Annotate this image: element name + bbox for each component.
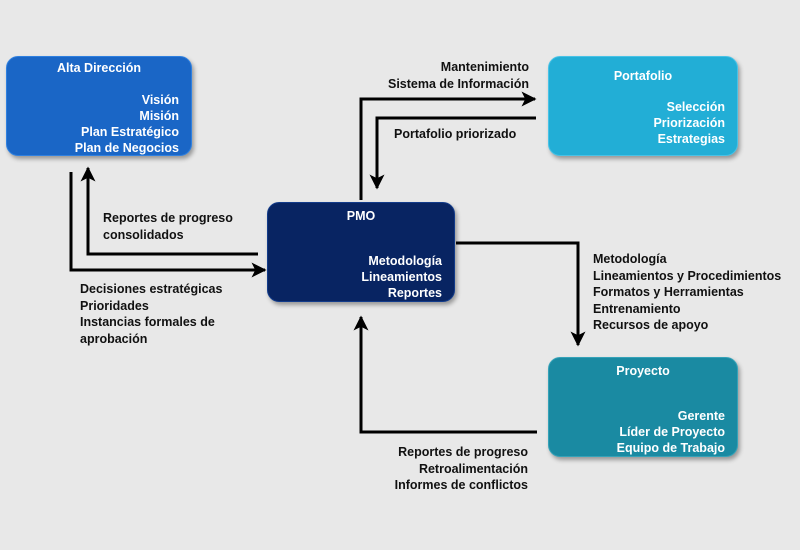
flow-label-pmo-to-proyecto: Metodología Lineamientos y Procedimiento… (593, 251, 781, 334)
flow-label-line: Metodología (593, 252, 667, 266)
flow-label-line: Reportes de progreso (398, 445, 528, 459)
proyecto-title: Proyecto (616, 364, 670, 378)
arrow-pmo-to-portafolio (359, 91, 537, 200)
arrow-proyecto-to-pmo (353, 315, 537, 434)
pmo-item: Metodología (368, 254, 442, 268)
proyecto-items: Gerente Líder de Proyecto Equipo de Trab… (617, 408, 725, 456)
alta-direccion-item: Plan Estratégico (81, 125, 179, 139)
flow-label-line: Retroalimentación (418, 461, 528, 476)
portafolio-item: Priorización (653, 116, 725, 130)
pmo-item: Lineamientos (361, 270, 442, 284)
arrow-portafolio-to-pmo (369, 116, 536, 190)
flow-label-line: Prioridades (80, 298, 149, 313)
flow-label-line: Instancias formales de (80, 315, 215, 329)
flow-label-line: Mantenimiento (440, 60, 529, 74)
portafolio-items: Selección Priorización Estrategias (653, 99, 725, 147)
flow-label-line: Entrenamiento (593, 301, 681, 316)
proyecto-item: Gerente (677, 409, 725, 423)
alta-direccion-item: Visión (141, 93, 179, 107)
flow-label-line: Informes de conflictos (394, 478, 528, 492)
alta-direccion-title: Alta Dirección (56, 61, 142, 75)
flow-label-alta-to-pmo: Decisiones estratégicas Prioridades Inst… (80, 281, 222, 347)
arrow-alta-to-pmo (69, 172, 267, 278)
flow-label-portafolio-to-pmo: Portafolio priorizado (394, 126, 516, 143)
proyecto-box: Proyecto Gerente Líder de Proyecto Equip… (548, 357, 738, 457)
flow-label-line: Portafolio priorizado (394, 127, 517, 141)
portafolio-item: Selección (666, 100, 725, 114)
pmo-title: PMO (346, 209, 376, 223)
flow-label-line: aprobación (80, 331, 148, 346)
flow-label-pmo-to-portafolio: Mantenimiento Sistema de Información (388, 59, 529, 92)
flow-label-line: Recursos de apoyo (593, 318, 709, 332)
pmo-items: Metodología Lineamientos Reportes (361, 253, 442, 301)
proyecto-item: Líder de Proyecto (619, 425, 725, 439)
alta-direccion-item: Plan de Negocios (74, 141, 179, 155)
flow-label-line: Lineamientos y Procedimientos (593, 268, 782, 283)
arrow-pmo-to-alta (80, 166, 258, 256)
flow-label-proyecto-to-pmo: Reportes de progreso Retroalimentación I… (395, 444, 528, 494)
pmo-box: PMO Metodología Lineamientos Reportes (267, 202, 455, 302)
alta-direccion-item: Misión (139, 109, 179, 123)
portafolio-box: Portafolio Selección Priorización Estrat… (548, 56, 738, 156)
pmo-item: Reportes (387, 286, 442, 300)
flow-label-line: Decisiones estratégicas (80, 282, 223, 296)
proyecto-item: Equipo de Trabajo (616, 441, 725, 455)
portafolio-item: Estrategias (657, 132, 725, 146)
flow-label-line: consolidados (103, 227, 184, 242)
alta-direccion-box: Alta Dirección Visión Misión Plan Estrat… (6, 56, 192, 156)
flow-label-line: Reportes de progreso (103, 211, 233, 225)
flow-label-line: Sistema de Información (387, 76, 529, 91)
arrow-pmo-to-proyecto (456, 241, 586, 347)
flow-label-line: Formatos y Herramientas (593, 285, 744, 299)
portafolio-title: Portafolio (613, 69, 673, 83)
flow-label-pmo-to-alta: Reportes de progreso consolidados (103, 210, 233, 243)
alta-direccion-items: Visión Misión Plan Estratégico Plan de N… (75, 92, 179, 156)
